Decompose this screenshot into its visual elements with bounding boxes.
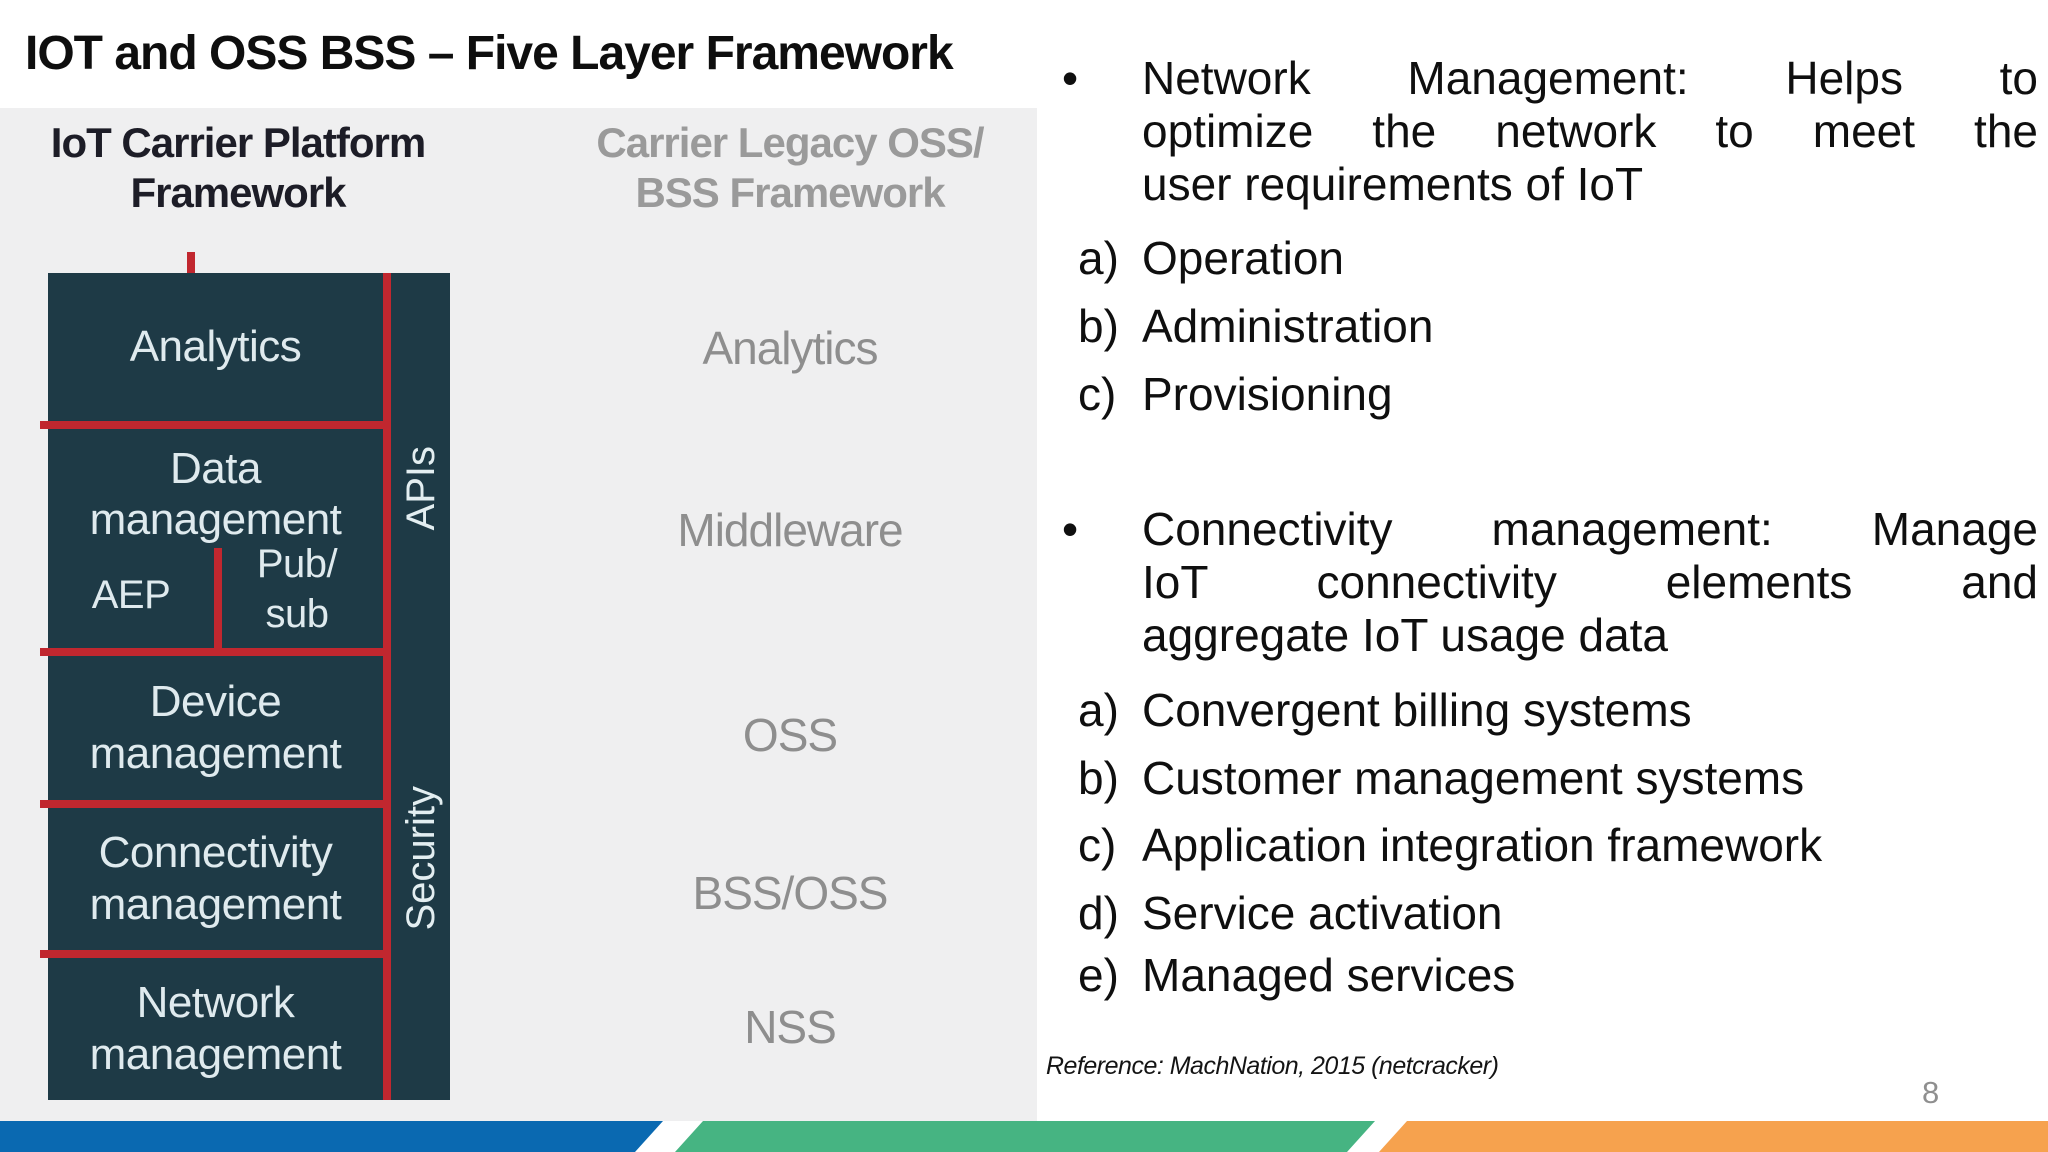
aep-pubsub-divider	[214, 548, 222, 648]
bullet-line: Connectivity management: Manage	[1142, 503, 2038, 555]
data-label-line1: Data	[170, 444, 261, 493]
network-management-box: Network management	[48, 958, 383, 1100]
divider-line	[40, 950, 391, 958]
bullet-marker: •	[1062, 52, 1079, 104]
data-label-line2: management	[89, 495, 342, 544]
list-item: b) Customer management systems	[1058, 752, 2038, 805]
pubsub-box: Pub/ sub	[222, 529, 372, 648]
aep-box: AEP	[48, 541, 214, 648]
data-management-box: Data management AEP Pub/ sub	[48, 429, 383, 648]
bullet-connectivity-management: • Connectivity management: Manage IoT co…	[1058, 503, 2038, 662]
list-item-label: b)	[1078, 752, 1119, 804]
footer-bar-orange	[1379, 1121, 2048, 1152]
divider-line	[40, 648, 391, 656]
list-item-text: Administration	[1142, 300, 1434, 352]
list-item-label: d)	[1078, 887, 1119, 939]
divider-line	[40, 800, 391, 808]
footer-bar-blue	[0, 1121, 663, 1152]
iot-framework-header: IoT Carrier Platform Framework	[28, 118, 448, 218]
list-item: c) Provisioning	[1058, 368, 2038, 421]
bullet-text: Connectivity management: Manage IoT conn…	[1142, 503, 2038, 662]
bullet-line: aggregate IoT usage data	[1142, 609, 1669, 661]
data-management-label: Data management	[48, 443, 383, 545]
list-item: a) Convergent billing systems	[1058, 684, 2038, 737]
analytics-box-label: Analytics	[129, 322, 302, 371]
aep-label: AEP	[91, 572, 171, 617]
list-item-label: a)	[1078, 684, 1119, 736]
legacy-label-nss: NSS	[744, 1001, 837, 1053]
list-item-text: Application integration framework	[1142, 819, 1823, 871]
stack-side-divider	[383, 273, 391, 1100]
footer-bars	[0, 1121, 2048, 1152]
security-label: Security	[398, 785, 443, 931]
list-item-label: e)	[1078, 949, 1119, 1001]
connectivity-label-line1: Connectivity	[98, 828, 333, 877]
reference-note: Reference: MachNation, 2015 (netcracker)	[1046, 1052, 1499, 1080]
divider-line	[40, 421, 391, 429]
list-item: a) Operation	[1058, 232, 2038, 285]
list-item: c) Application integration framework	[1058, 819, 2038, 872]
list-item-text: Operation	[1142, 232, 1345, 284]
list-item-text: Service activation	[1142, 887, 1503, 939]
list-item: b) Administration	[1058, 300, 2038, 353]
list-item: e) Managed services	[1058, 949, 2038, 1002]
list-item: d) Service activation	[1058, 887, 2038, 940]
apis-strip: APIs	[391, 293, 450, 683]
device-management-box: Device management	[48, 656, 383, 800]
page-title: IOT and OSS BSS – Five Layer Framework	[25, 27, 954, 80]
page-number: 8	[1922, 1075, 1940, 1110]
iot-framework-header-line1: IoT Carrier Platform	[50, 119, 426, 166]
bullet-line: IoT connectivity elements and	[1142, 556, 2038, 608]
legacy-label-middleware: Middleware	[677, 504, 903, 556]
pubsub-label-line1: Pub/	[256, 541, 338, 586]
legacy-label-analytics: Analytics	[702, 322, 878, 374]
connectivity-management-box: Connectivity management	[48, 808, 383, 950]
apis-label: APIs	[398, 445, 443, 531]
content-column: • Network Management: Helps to optimize …	[1058, 0, 2038, 1152]
bullet-marker: •	[1062, 503, 1079, 555]
framework-stack: Analytics Data management AEP Pub/ sub D…	[40, 273, 450, 1100]
legacy-label-bss-oss: BSS/OSS	[692, 867, 889, 919]
list-item-label: a)	[1078, 232, 1119, 284]
list-item-text: Customer management systems	[1142, 752, 1805, 804]
list-item-label: b)	[1078, 300, 1119, 352]
list-item-label: c)	[1078, 819, 1117, 871]
list-item-text: Managed services	[1142, 949, 1516, 1001]
iot-framework-header-line2: Framework	[130, 169, 346, 216]
bullet-line: Network Management: Helps to	[1142, 52, 2038, 104]
device-label-line1: Device	[149, 677, 282, 726]
list-item-label: c)	[1078, 368, 1117, 420]
legacy-label-oss: OSS	[742, 709, 838, 761]
bullet-line: user requirements of IoT	[1142, 158, 1644, 210]
pubsub-label-line2: sub	[265, 591, 330, 636]
device-label-line2: management	[89, 729, 342, 778]
red-connector-tick	[187, 252, 195, 273]
analytics-box: Analytics	[48, 273, 383, 421]
connectivity-label-line2: management	[89, 880, 342, 929]
legacy-framework-header: Carrier Legacy OSS/ BSS Framework	[580, 118, 1000, 218]
footer-bar-green	[675, 1121, 1375, 1152]
network-label-line2: management	[89, 1030, 342, 1079]
bullet-network-management: • Network Management: Helps to optimize …	[1058, 52, 2038, 211]
legacy-framework-header-line1: Carrier Legacy OSS/	[596, 119, 984, 166]
security-strip: Security	[391, 683, 450, 1033]
network-label-line1: Network	[136, 978, 295, 1027]
bullet-text: Network Management: Helps to optimize th…	[1142, 52, 2038, 211]
bullet-line: optimize the network to meet the	[1142, 105, 2038, 157]
legacy-framework-header-line2: BSS Framework	[635, 169, 945, 216]
list-item-text: Convergent billing systems	[1142, 684, 1692, 736]
list-item-text: Provisioning	[1142, 368, 1393, 420]
